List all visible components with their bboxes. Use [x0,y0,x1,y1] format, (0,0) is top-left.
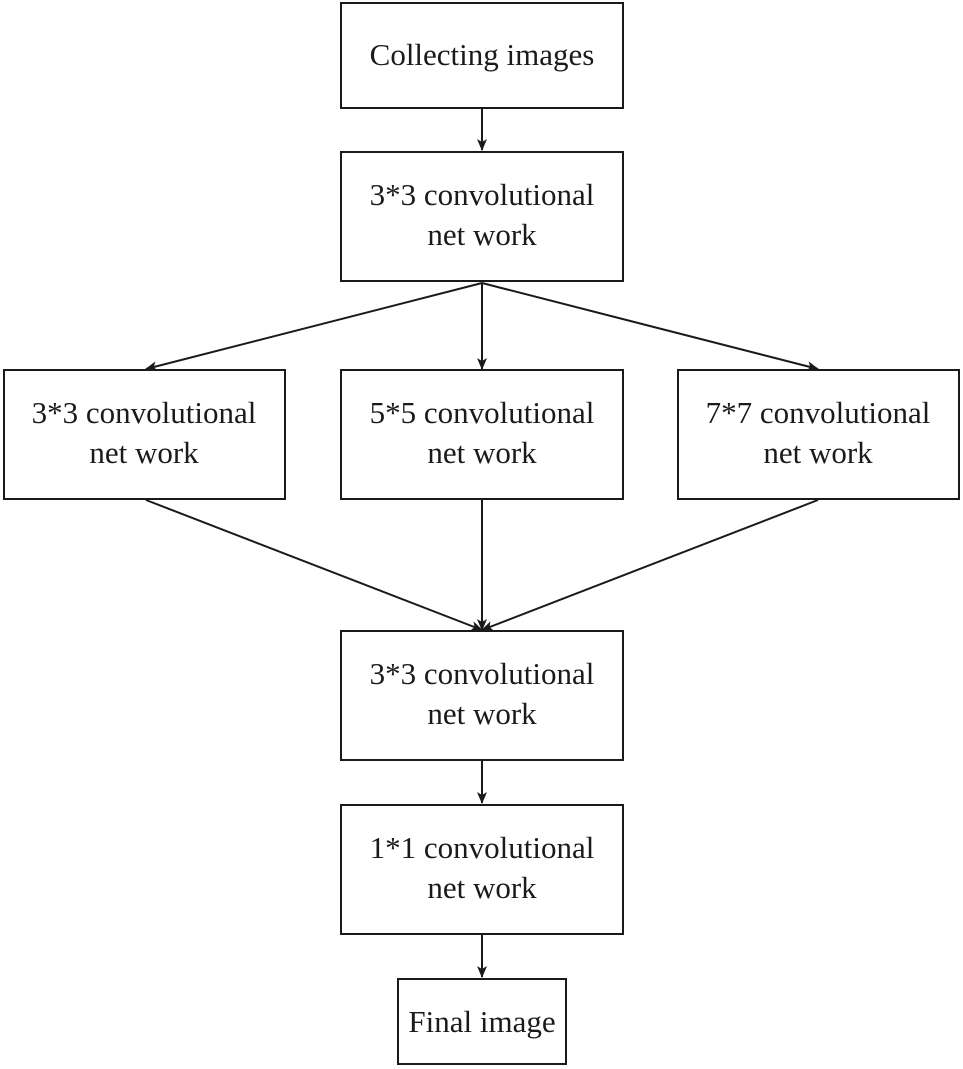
node-conv-5x5-middle: 5*5 convolutional net work [340,369,624,500]
node-label-line-2: net work [763,435,873,470]
arrow-conv-right-to-conv-merge [481,499,819,631]
node-conv-3x3-top: 3*3 convolutional net work [340,151,624,282]
node-label-line-2: net work [427,217,537,252]
node-box [340,630,624,761]
node-box [677,369,960,500]
node-label-line-1: 3*3 convolutional [370,177,595,212]
node-label-line-1: 1*1 convolutional [370,830,595,865]
arrow-conv-top-to-conv-left [145,282,483,372]
node-label-line-1: 3*3 convolutional [370,656,595,691]
node-label: Final image [408,1004,555,1039]
node-box [3,369,286,500]
edges [145,108,819,978]
node-conv-3x3-left: 3*3 convolutional net work [3,369,286,500]
node-label-line-1: 3*3 convolutional [32,395,257,430]
node-conv-3x3-merge: 3*3 convolutional net work [340,630,624,761]
node-label-line-2: net work [427,435,537,470]
node-label-line-1: 7*7 convolutional [706,395,931,430]
node-collecting-images: Collecting images [340,2,624,109]
node-box [340,151,624,282]
node-label-line-2: net work [427,696,537,731]
arrow-conv-top-to-conv-right [481,282,819,372]
node-box [340,804,624,935]
node-label-line-2: net work [89,435,199,470]
arrow-conv-left-to-conv-merge [145,499,483,631]
node-label-line-1: 5*5 convolutional [370,395,595,430]
node-label-line-2: net work [427,870,537,905]
node-conv-7x7-right: 7*7 convolutional net work [677,369,960,500]
node-box [340,369,624,500]
node-label: Collecting images [370,37,595,72]
node-box [397,978,567,1065]
node-box [340,2,624,109]
node-conv-1x1: 1*1 convolutional net work [340,804,624,935]
node-final-image: Final image [397,978,567,1065]
